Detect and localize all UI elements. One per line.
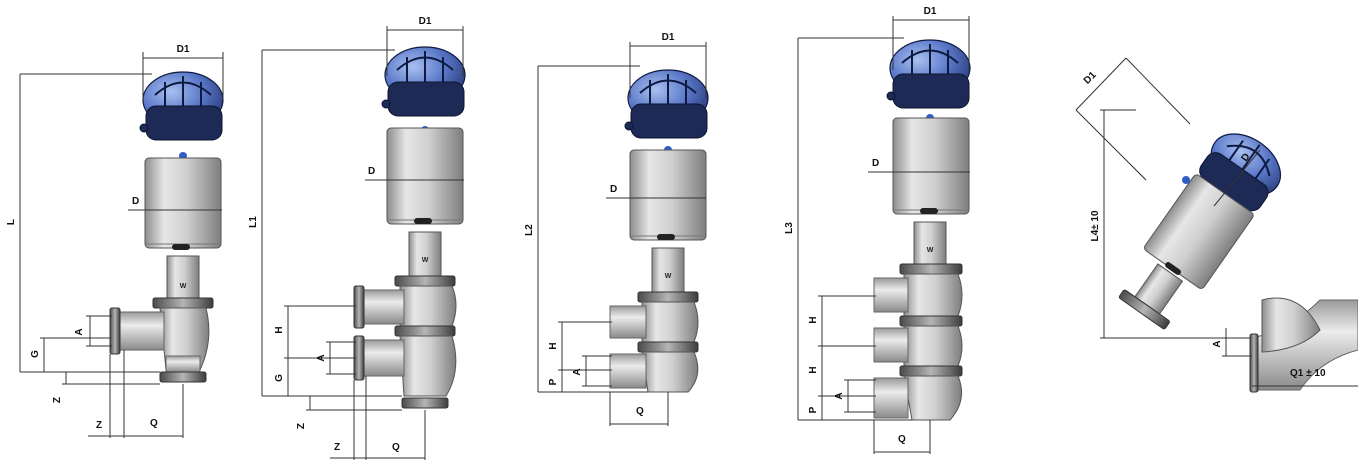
svg-text:W: W — [180, 283, 187, 290]
clamp-ring — [152, 297, 214, 309]
dim-l4: L4± 10 — [1090, 210, 1101, 241]
dim-h: H — [548, 342, 559, 349]
upper-housing — [641, 301, 699, 343]
dim-d1: D1 — [662, 32, 675, 43]
dim-q: Q — [150, 418, 158, 429]
dim-l3: L3 — [784, 222, 795, 234]
dim-q: Q — [392, 442, 400, 453]
actuator-body — [386, 127, 464, 225]
lower-housing — [399, 335, 457, 397]
dim-l2: L2 — [524, 224, 535, 236]
dim-d: D — [610, 184, 617, 195]
dim-g: G — [274, 374, 285, 382]
actuator-body — [629, 149, 707, 241]
dim-d: D — [132, 196, 139, 207]
valve-stem — [408, 231, 442, 277]
dim-d1: D1 — [419, 16, 432, 27]
dim-h-lower: H — [808, 366, 819, 373]
dim-h: H — [274, 326, 285, 333]
upper-housing — [399, 285, 457, 327]
lower-housing — [903, 375, 963, 421]
lower-housing — [641, 351, 699, 393]
dim-a: A — [1212, 340, 1223, 347]
dim-q: Q — [636, 406, 644, 417]
actuator-body — [144, 157, 222, 249]
upper-housing — [903, 273, 963, 317]
dim-q: Q — [898, 434, 906, 445]
dim-d1: D1 — [177, 44, 190, 55]
figure-single-seat-valve: W D1 D L G A Z — [6, 44, 224, 438]
dim-l1: L1 — [248, 216, 259, 228]
dim-a: A — [74, 328, 85, 335]
dim-p: P — [808, 406, 819, 413]
figure-double-body-valve: W D1 D L1 H G A — [248, 16, 466, 460]
dim-a: A — [834, 392, 845, 399]
dim-d: D — [368, 166, 375, 177]
actuator-cap — [145, 105, 223, 141]
dim-a: A — [316, 354, 327, 361]
svg-text:W: W — [927, 247, 934, 254]
dim-z-vertical: Z — [52, 397, 63, 403]
side-port — [117, 311, 165, 351]
svg-text:W: W — [422, 257, 429, 264]
figure-angled-valve: D1 D L4± 10 A Q1 ± 10 — [1075, 57, 1358, 393]
dim-z: Z — [96, 420, 102, 431]
middle-housing — [903, 325, 963, 367]
figure-triple-body-valve: W D1 D L3 H H A — [784, 6, 971, 454]
dim-g: G — [30, 350, 41, 358]
dim-p: P — [548, 378, 559, 385]
figure-double-seat-valve: W D1 D L2 H A P Q — [524, 32, 709, 426]
bottom-flange — [159, 371, 207, 383]
dim-l: L — [6, 219, 17, 225]
valve-stem — [913, 221, 947, 265]
dim-z-vertical: Z — [296, 423, 307, 429]
dim-z: Z — [334, 442, 340, 453]
svg-text:W: W — [665, 273, 672, 280]
dim-d1: D1 — [1082, 70, 1099, 87]
dim-q1: Q1 ± 10 — [1290, 368, 1326, 379]
valve-stem — [166, 255, 200, 301]
dim-h-upper: H — [808, 316, 819, 323]
dim-d: D — [872, 158, 879, 169]
actuator-body — [892, 117, 970, 215]
dim-d1: D1 — [924, 6, 937, 17]
dim-a: A — [572, 368, 583, 375]
valve-stem — [651, 247, 685, 293]
